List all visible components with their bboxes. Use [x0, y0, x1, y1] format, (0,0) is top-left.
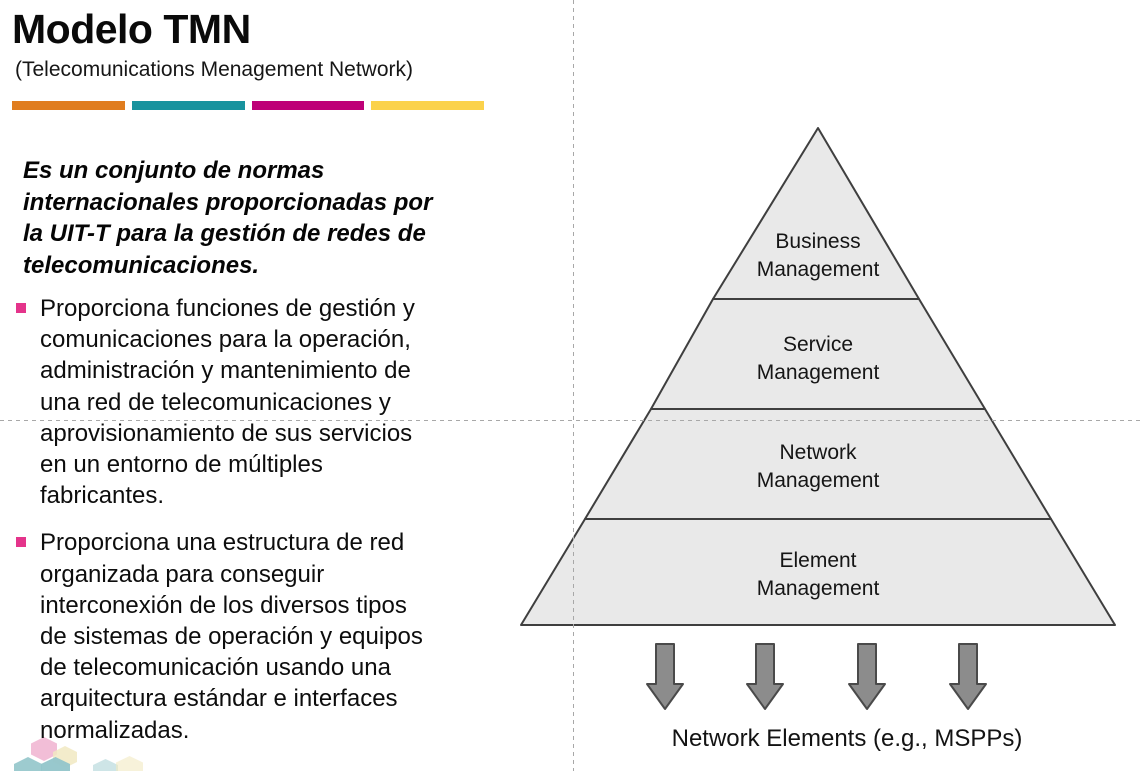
bullet-text: Proporciona funciones de gestión y comun… [40, 293, 415, 511]
intro-paragraph: Es un conjunto de normas internacionales… [23, 155, 493, 281]
slide-subtitle: (Telecomunications Menagement Network) [15, 58, 414, 81]
bullet-line: una red de telecomunicaciones y [40, 388, 391, 416]
down-arrow-icon [646, 643, 684, 710]
layer-label-network-line1: Network [779, 441, 857, 464]
layer-label-element-line1: Element [779, 549, 856, 572]
accent-bar-yellow [371, 101, 484, 110]
layer-label-business-line1: Business [775, 230, 860, 253]
bullet-line: de telecomunicación usando una [40, 654, 391, 682]
bullet-line: Proporciona funciones de gestión y [40, 295, 415, 322]
intro-line: internacionales proporcionadas por [23, 188, 433, 216]
accent-bars [12, 101, 484, 110]
bullet-line: interconexión de los diversos tipos [40, 591, 407, 619]
intro-line: Es un conjunto de normas [23, 157, 325, 184]
bullet-square-icon [16, 537, 26, 548]
layer-label-network-line2: Management [757, 469, 880, 492]
bullet-text: Proporciona una estructura de red organi… [40, 527, 423, 745]
hexagon-icon [116, 756, 143, 771]
bullet-line: fabricantes. [40, 482, 165, 510]
bullet-square-icon [16, 303, 26, 313]
bullet-line: arquitectura estándar e interfaces [40, 685, 398, 713]
layer-label-service-line2: Management [757, 361, 880, 384]
layer-label-service-line1: Service [783, 333, 853, 356]
pyramid-layer-element [520, 518, 1116, 626]
layer-label-business-line2: Management [757, 258, 880, 281]
bullet-line: aprovisionamiento de sus servicios [40, 419, 413, 447]
hexagon-icon [93, 759, 118, 771]
tmn-pyramid-diagram: Business Management Service Management N… [520, 127, 1116, 752]
down-arrow-icon [746, 643, 784, 710]
bullet-line: Proporciona una estructura de red [40, 529, 405, 557]
accent-bar-magenta [251, 101, 365, 110]
list-item: Proporciona funciones de gestión y comun… [16, 293, 491, 511]
list-item: Proporciona una estructura de red organi… [16, 527, 491, 745]
accent-bar-teal [131, 101, 245, 110]
bullet-line: administración y mantenimiento de [40, 357, 411, 385]
diagram-caption: Network Elements (e.g., MSPPs) [672, 725, 1023, 752]
vertical-guide-line [573, 0, 574, 771]
intro-line: telecomunicaciones. [23, 251, 260, 279]
down-arrow-icon [949, 643, 987, 710]
bullet-line: comunicaciones para la operación, [40, 326, 411, 354]
bullet-line: normalizadas. [40, 716, 190, 744]
horizontal-guide-line [0, 420, 1140, 421]
down-arrow-icon [848, 643, 886, 710]
layer-label-element-line2: Management [757, 577, 880, 600]
bullet-list: Proporciona funciones de gestión y comun… [16, 293, 491, 762]
intro-line: la UIT-T para la gestión de redes de [23, 220, 426, 247]
bullet-line: en un entorno de múltiples [40, 451, 323, 479]
bullet-line: de sistemas de operación y equipos [40, 623, 423, 651]
accent-bar-orange [12, 101, 125, 110]
slide-title: Modelo TMN [12, 6, 251, 52]
bullet-line: organizada para conseguir [40, 560, 325, 588]
pyramid-layer-network [584, 408, 1052, 520]
